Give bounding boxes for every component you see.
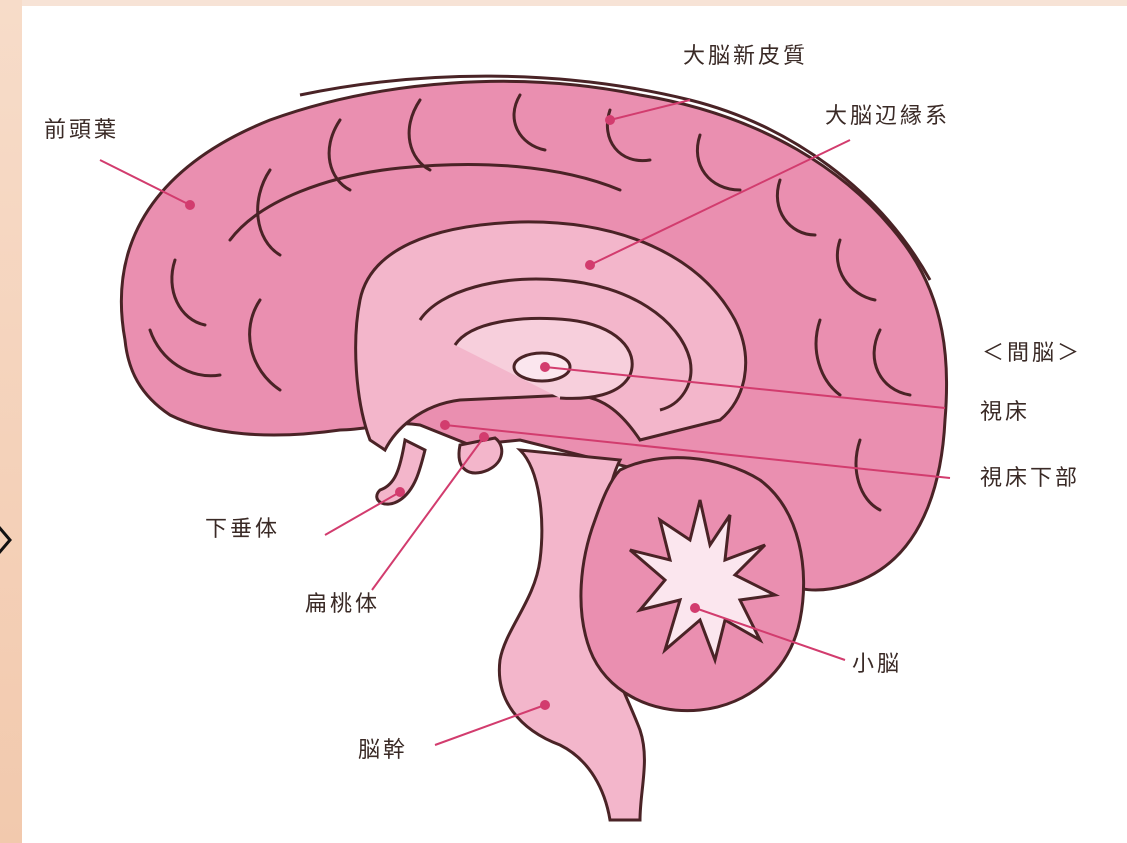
label-frontal-lobe: 前頭葉 xyxy=(44,120,119,142)
label-amygdala: 扁桃体 xyxy=(305,594,380,616)
label-cerebellum: 小脳 xyxy=(852,654,902,676)
label-neocortex: 大脳新皮質 xyxy=(683,46,808,68)
label-pituitary: 下垂体 xyxy=(205,519,280,541)
label-hypothalamus: 視床下部 xyxy=(980,468,1080,490)
label-limbic-system: 大脳辺縁系 xyxy=(825,106,950,128)
label-brainstem: 脳幹 xyxy=(358,740,408,762)
label-diencephalon-header: ＜間脳＞ xyxy=(982,343,1082,365)
label-thalamus: 視床 xyxy=(980,402,1030,424)
